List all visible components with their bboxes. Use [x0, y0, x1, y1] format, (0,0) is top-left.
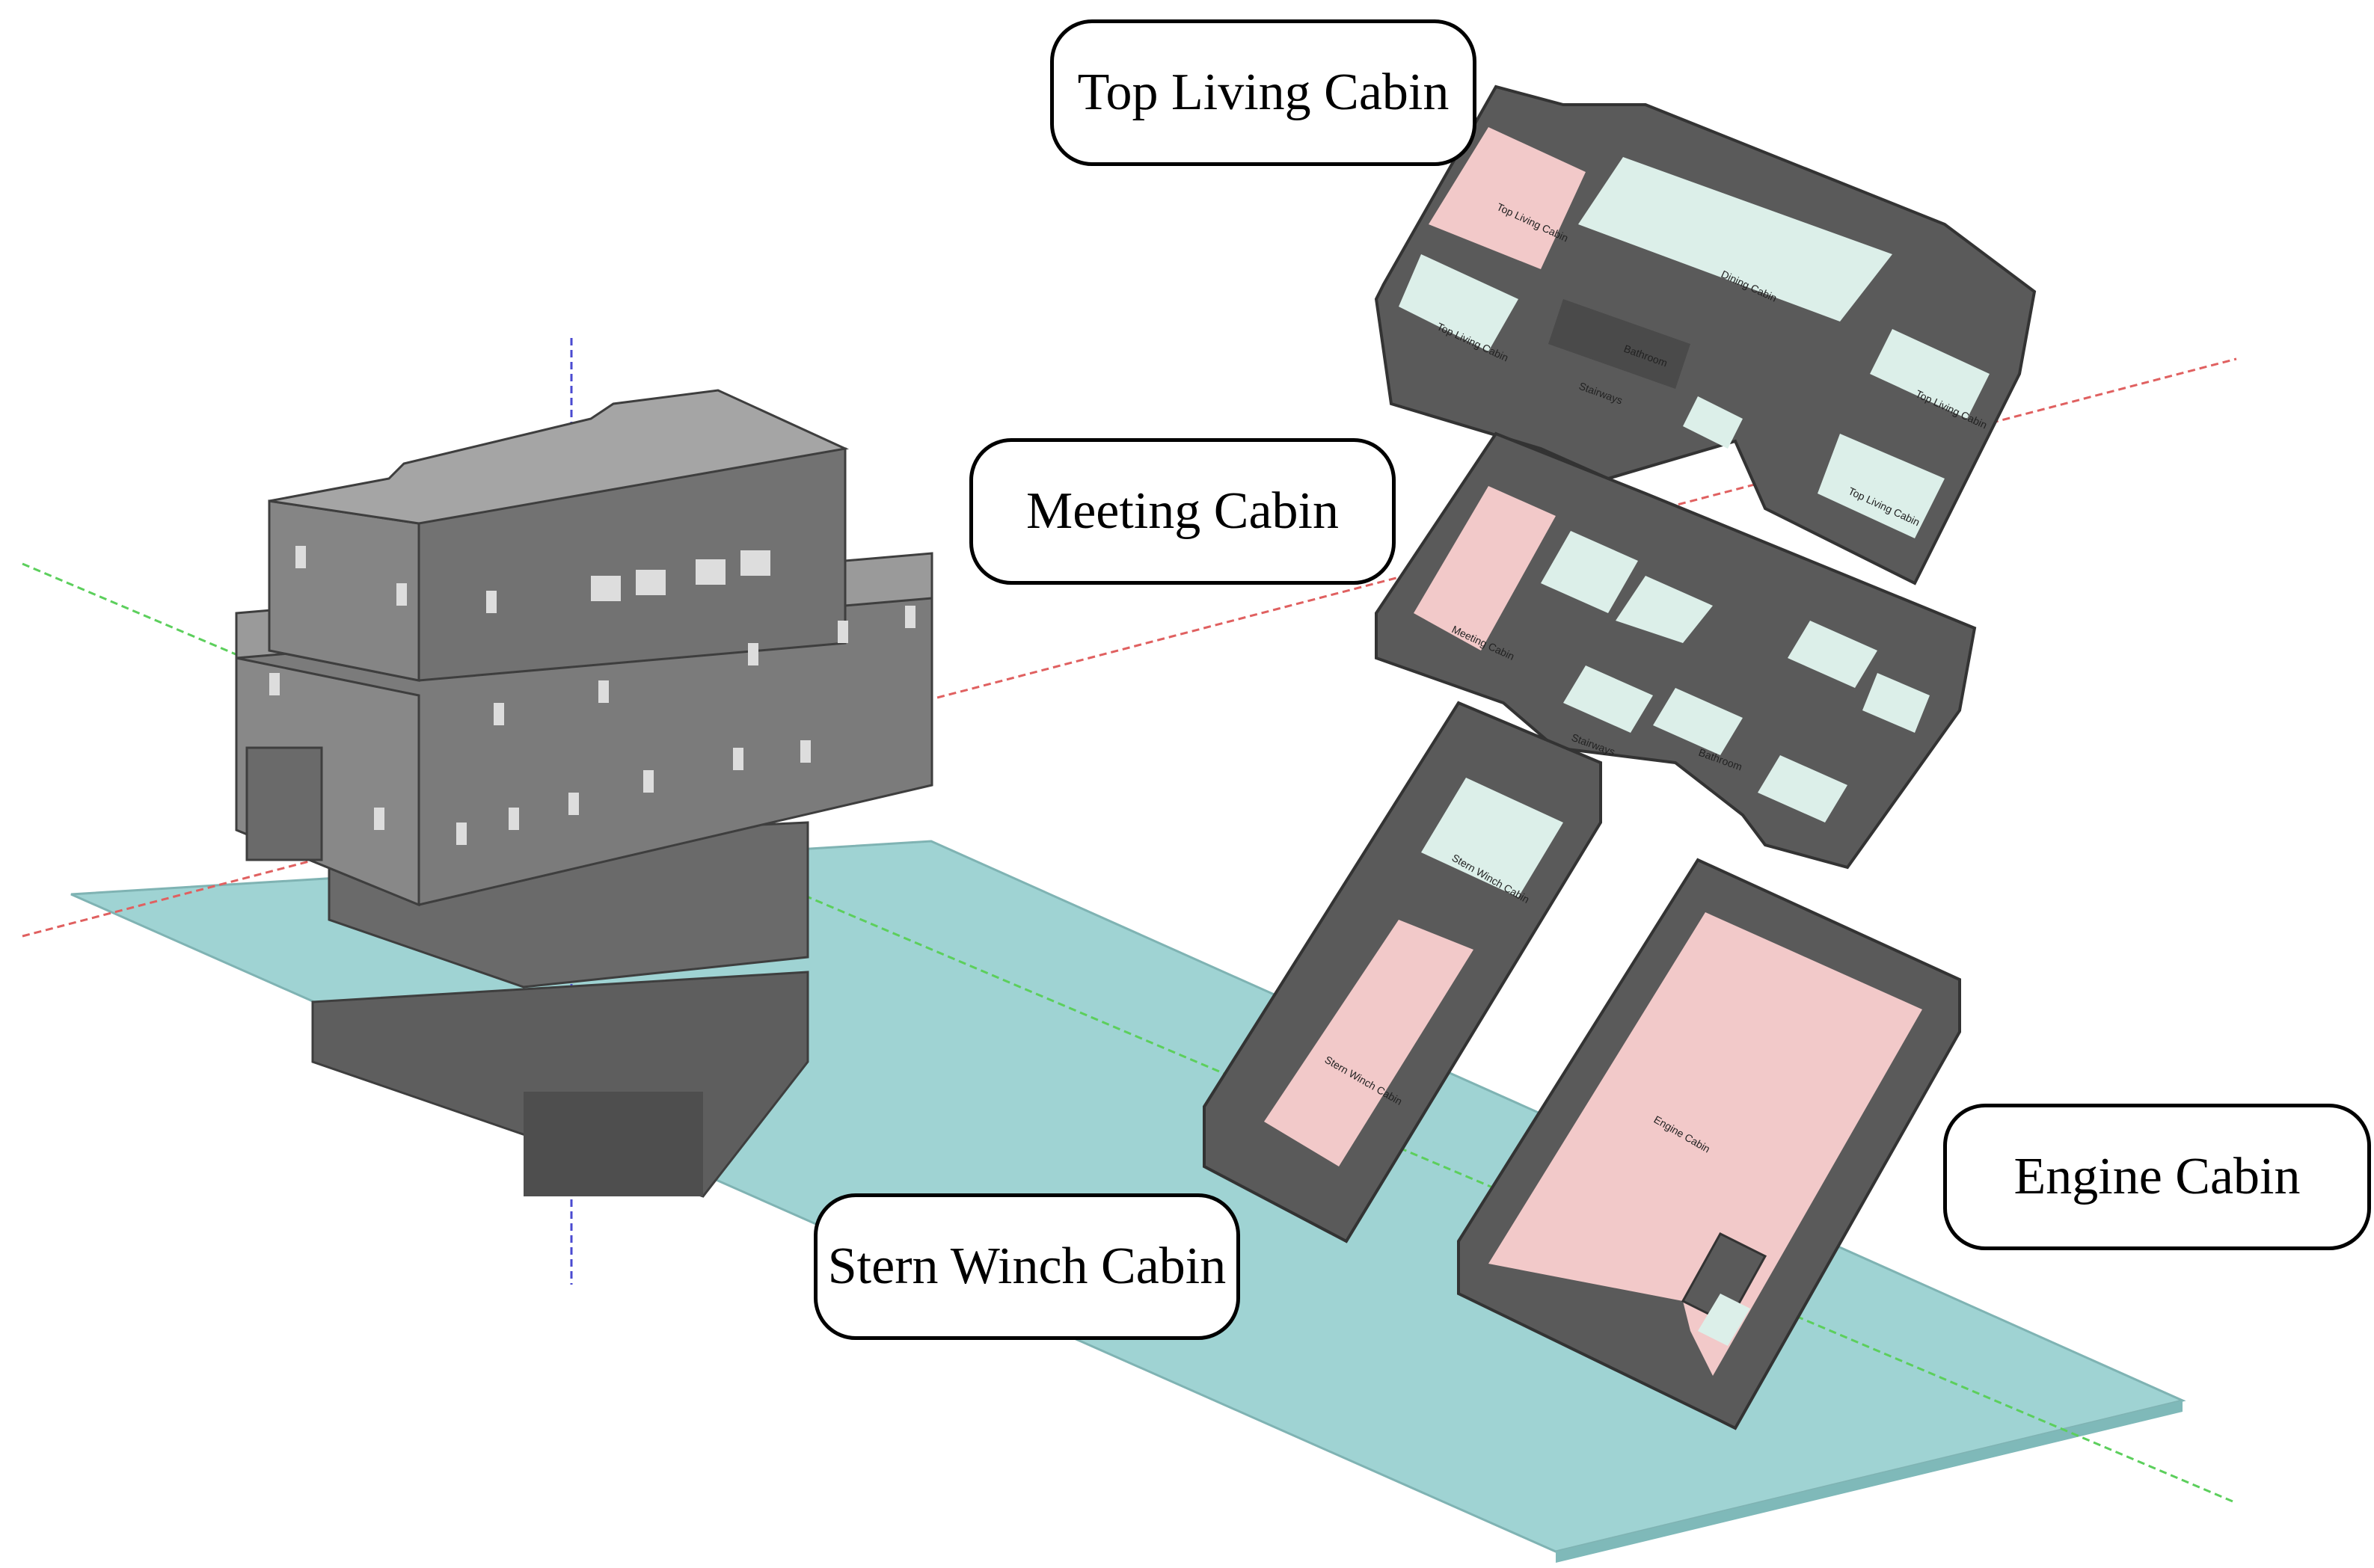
engine-cabin-model: Engine Cabin [1457, 858, 1961, 1430]
engine-cabin-callout: Engine Cabin [1943, 1104, 2371, 1250]
stern-winch-cabin-callout: Stern Winch Cabin [814, 1193, 1240, 1340]
top-living-cabin-callout: Top Living Cabin [1050, 19, 1476, 166]
assembled-superstructure [235, 389, 933, 1198]
stern-winch-cabin-model: Stern Winch Cabin Stern Winch Cabin [1203, 701, 1602, 1243]
meeting-cabin-callout: Meeting Cabin [969, 438, 1396, 585]
top-living-cabin-model: Top Living Cabin Top Living Cabin Top Li… [1374, 84, 2037, 585]
meeting-cabin-model: Meeting Cabin Stairways Bathroom [1375, 431, 1977, 870]
